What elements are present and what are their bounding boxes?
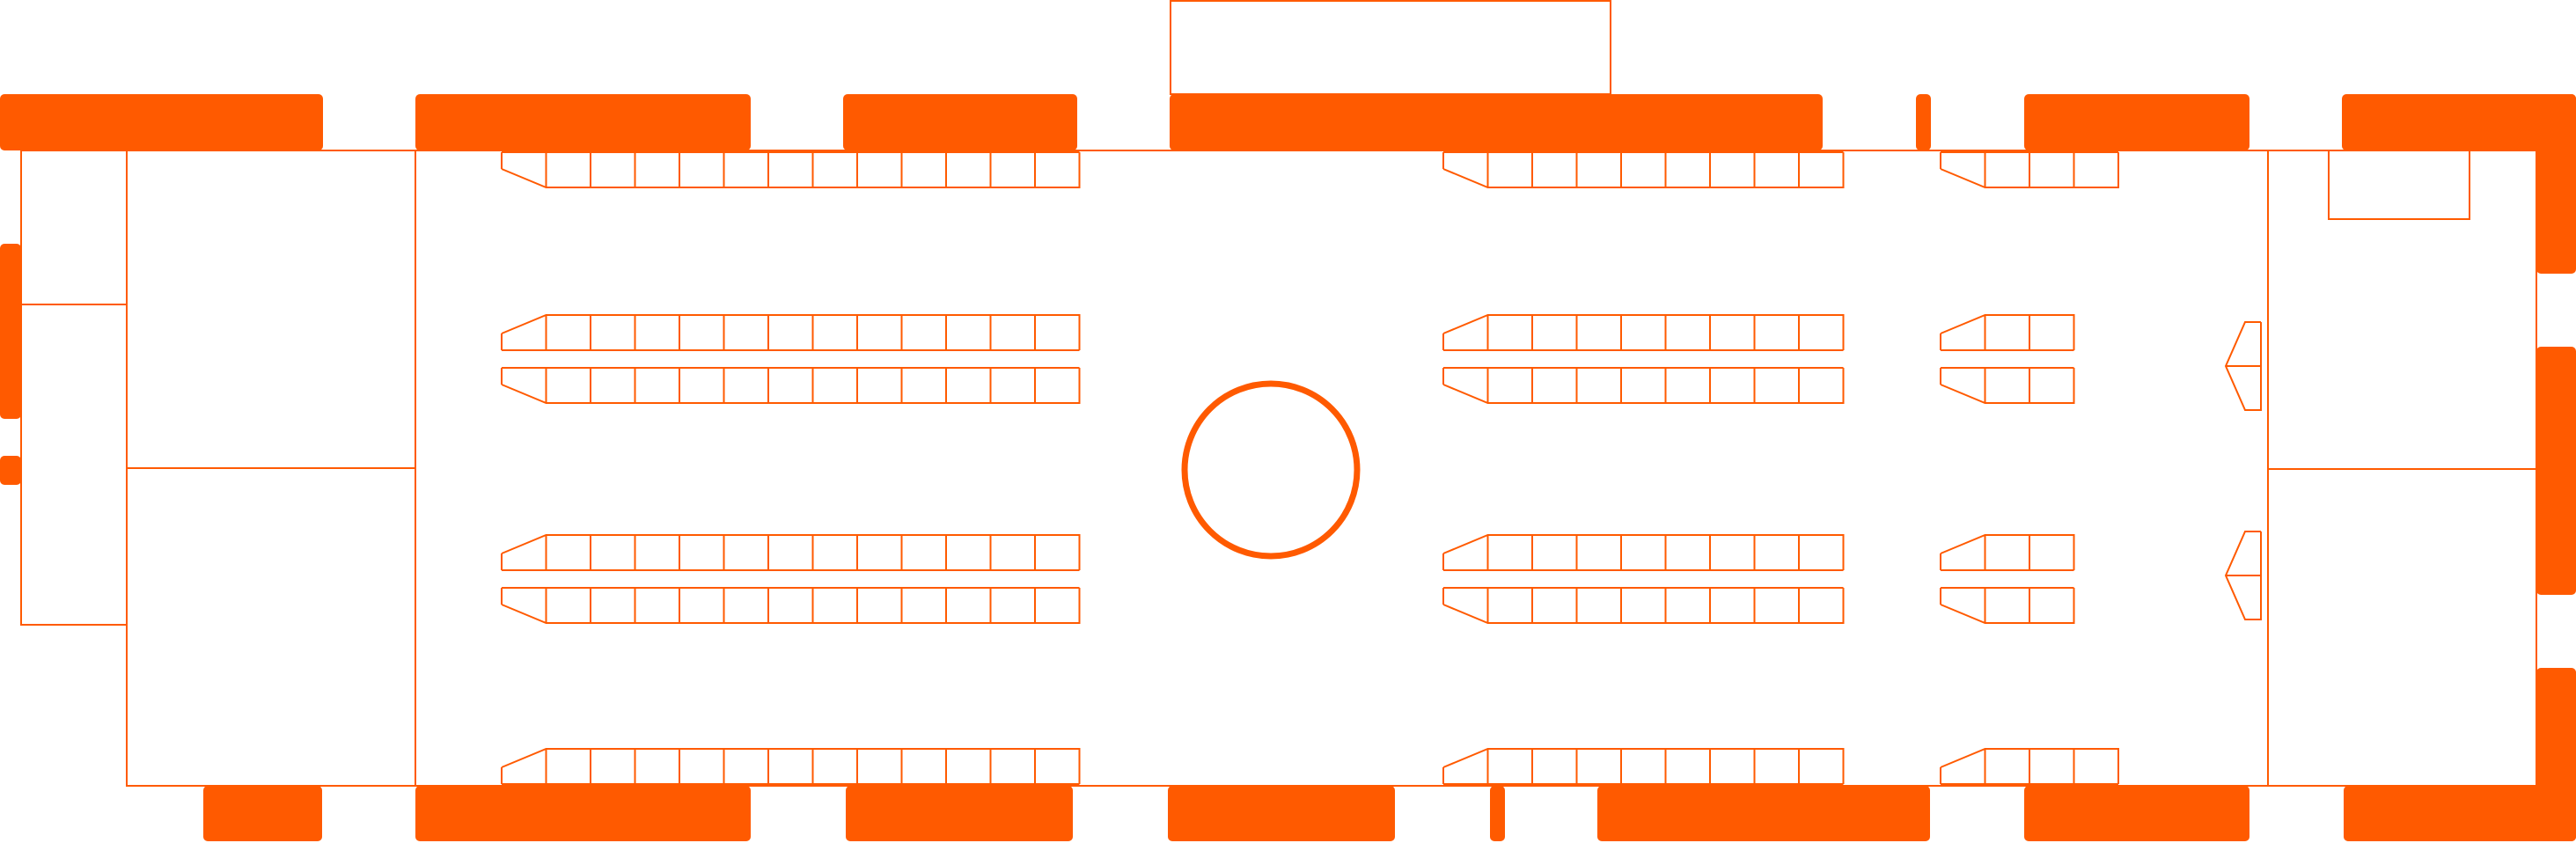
top-walls — [0, 94, 2576, 150]
room-outlines — [20, 0, 2537, 787]
seat-row — [1940, 151, 2119, 188]
seat-row — [1940, 314, 2075, 351]
seat-row — [1940, 367, 2075, 404]
seat-row — [1940, 534, 2075, 571]
wall-bottom-6 — [1597, 786, 1930, 841]
wall-left-1 — [0, 244, 21, 419]
seat-row — [1442, 534, 1845, 571]
seat-row — [1442, 367, 1845, 404]
seat-row — [1442, 748, 1845, 785]
lectern — [2224, 321, 2262, 411]
wall-bottom-5 — [1490, 786, 1505, 841]
seat-row — [1442, 587, 1845, 624]
seat-row — [501, 587, 1081, 624]
wall-bottom-8 — [2344, 786, 2576, 841]
wall-bottom-3 — [846, 786, 1073, 841]
wall-top-2 — [415, 94, 751, 150]
lectern — [2224, 531, 2262, 620]
seat-row — [1940, 748, 2119, 785]
round-table — [1181, 380, 1361, 560]
seat-row — [501, 367, 1081, 404]
wall-top-7 — [2342, 94, 2576, 150]
seat-row — [1442, 314, 1845, 351]
wall-bottom-2 — [415, 786, 751, 841]
wall-bottom-4 — [1168, 786, 1395, 841]
wall-bottom-7 — [2024, 786, 2249, 841]
wall-top-4 — [1170, 94, 1823, 150]
lecterns — [2224, 321, 2262, 620]
wall-right-2 — [2536, 347, 2576, 595]
seating-blocks — [501, 151, 2119, 785]
main-hall — [415, 150, 2269, 787]
wall-top-1 — [0, 94, 323, 150]
seat-row — [1442, 151, 1845, 188]
wall-top-5 — [1916, 94, 1931, 150]
east-counter — [2328, 150, 2470, 220]
wall-right-3 — [2536, 668, 2576, 841]
bottom-walls — [203, 786, 2576, 841]
top-alcove — [1170, 0, 1611, 95]
wall-top-6 — [2024, 94, 2249, 150]
seat-row — [501, 748, 1081, 785]
seat-row — [501, 534, 1081, 571]
seat-row — [501, 151, 1081, 188]
wall-top-3 — [843, 94, 1077, 150]
wall-right-1 — [2536, 94, 2576, 274]
wall-bottom-1 — [203, 786, 322, 841]
seat-row — [1940, 587, 2075, 624]
seat-row — [501, 314, 1081, 351]
left-rooms — [20, 150, 127, 626]
wall-left-2 — [0, 456, 21, 485]
side-walls — [0, 94, 2576, 841]
